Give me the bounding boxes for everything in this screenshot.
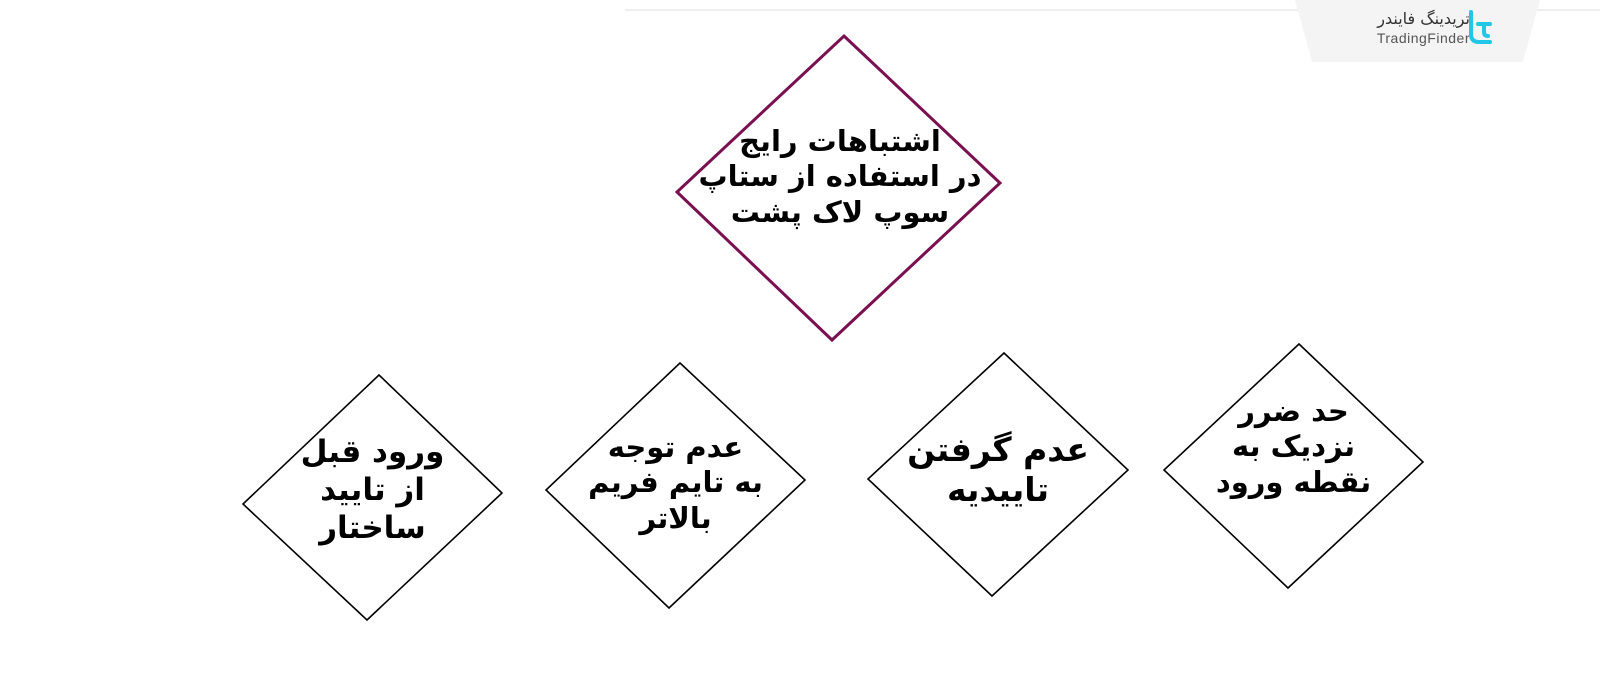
item-diamond-2 <box>866 351 1130 598</box>
tradingfinder-logo-icon <box>1469 10 1492 44</box>
brand-tab <box>1295 0 1540 62</box>
item-label-3: عدم توجه به تایم فریم بالاتر <box>588 430 763 535</box>
item-diamond-3 <box>544 361 807 610</box>
item-label-1: حد ضرر نزدیک به نقطه ورود <box>1215 394 1372 499</box>
item-diamond-1 <box>1162 342 1425 590</box>
item-label-4: ورود قبل از تایید ساختار <box>300 434 445 546</box>
brand-name-fa: تریدینگ فایندر <box>1377 9 1470 28</box>
brand-name-en: TradingFinder <box>1376 30 1470 46</box>
root-label: اشتباهات رایج در استفاده از ستاپ سوپ لاک… <box>698 124 982 229</box>
item-diamond-4 <box>241 373 504 622</box>
root-diamond <box>674 33 1003 343</box>
top-divider <box>625 9 1600 11</box>
item-label-2: عدم گرفتن تاییدیه <box>907 430 1089 510</box>
